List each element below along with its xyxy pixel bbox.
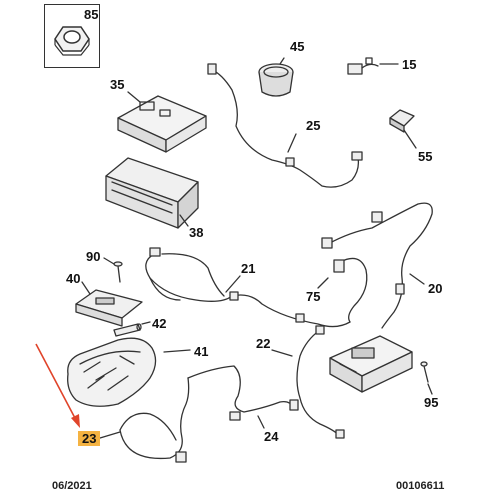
leader-55 — [403, 129, 417, 149]
callout-42: 42 — [152, 316, 167, 331]
leader-21 — [225, 275, 241, 293]
callout-25: 25 — [306, 118, 321, 133]
callout-95: 95 — [424, 395, 439, 410]
harness-22 — [296, 329, 341, 437]
harness-20 — [327, 202, 433, 329]
leader-45 — [279, 57, 285, 65]
footer-date: 06/2021 — [52, 480, 92, 492]
leader-42 — [141, 321, 151, 325]
nut-part-85 — [54, 26, 90, 56]
callout-21: 21 — [241, 261, 256, 276]
callout-22: 22 — [256, 336, 271, 351]
callout-45: 45 — [290, 39, 305, 54]
part-42-cylinder — [113, 323, 142, 337]
leader-22 — [271, 349, 293, 357]
leader-23 — [99, 431, 121, 439]
callout-23-highlighted: 23 — [78, 431, 101, 446]
callout-24: 24 — [264, 429, 279, 444]
part-41-tray — [67, 337, 157, 407]
callout-38: 38 — [189, 225, 204, 240]
part-40-module — [75, 289, 143, 327]
part-45-round-cover — [258, 63, 294, 97]
leader-35 — [127, 91, 141, 103]
leader-41 — [163, 349, 191, 353]
callout-40: 40 — [66, 271, 81, 286]
callout-75: 75 — [306, 289, 321, 304]
callout-55: 55 — [418, 149, 433, 164]
part-55-small-module — [389, 109, 415, 133]
leader-24 — [257, 415, 265, 429]
footer-reference: 00106611 — [396, 480, 445, 492]
harness-23 — [119, 377, 190, 460]
leader-25 — [287, 133, 297, 153]
part-90-screw — [113, 261, 123, 283]
callout-20: 20 — [428, 281, 443, 296]
leader-20 — [409, 273, 425, 285]
inset-box-85 — [44, 4, 100, 68]
part-15-connector — [347, 57, 379, 75]
leader-95 — [427, 383, 433, 395]
callout-41: 41 — [194, 344, 209, 359]
callout-35: 35 — [110, 77, 125, 92]
part-95-bolt — [420, 361, 429, 383]
indicator-arrow — [35, 343, 80, 428]
leader-75 — [317, 277, 329, 289]
callout-90: 90 — [86, 249, 101, 264]
harness-24 — [187, 365, 295, 413]
leader-40 — [81, 281, 91, 295]
part-main-unit — [329, 335, 413, 393]
leader-38 — [179, 214, 189, 227]
callout-15: 15 — [402, 57, 417, 72]
leader-90 — [103, 257, 115, 265]
part-75-connector — [333, 259, 345, 273]
callout-85: 85 — [84, 7, 99, 22]
part-38-box — [105, 157, 199, 229]
part-35-module — [117, 95, 207, 153]
